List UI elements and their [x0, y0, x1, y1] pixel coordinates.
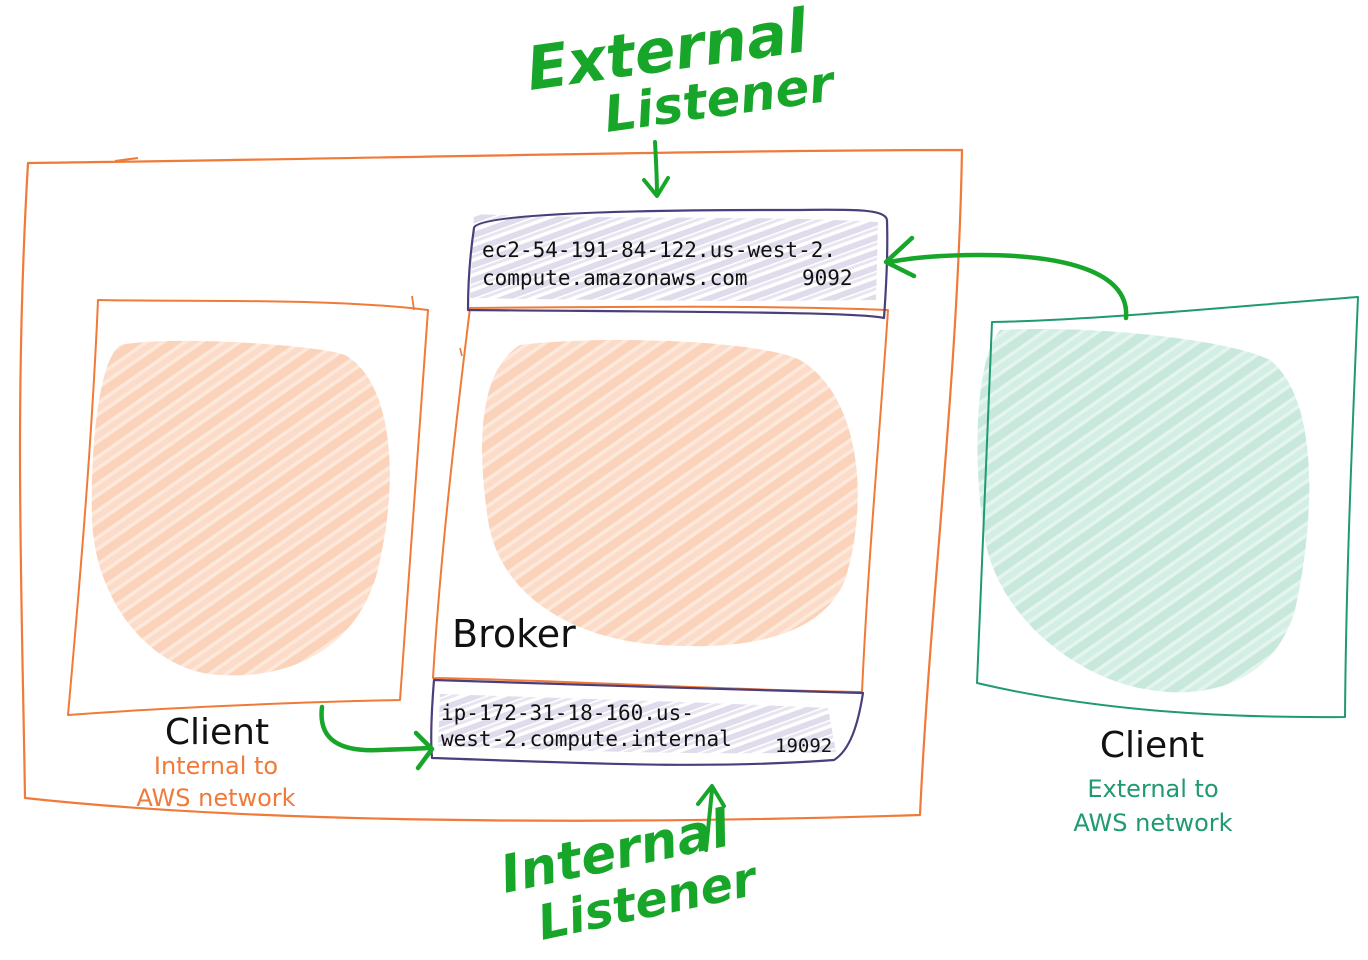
external-client-label: Client [1100, 725, 1204, 766]
internal-client-label: Client [165, 712, 269, 753]
internal-client-box [67, 295, 429, 716]
internal-client-desc-line2: AWS network [136, 784, 295, 812]
external-client-fill [977, 329, 1310, 693]
external-listener-fill [470, 214, 878, 301]
internal-client-arrow [319, 704, 435, 771]
external-listener-host-line2: compute.amazonaws.com [482, 266, 748, 290]
external-client-desc-line1: External to [1087, 775, 1218, 803]
external-client-desc-line2: AWS network [1073, 809, 1232, 837]
broker-fill [482, 340, 858, 647]
external-listener-host-line1: ec2-54-191-84-122.us-west-2. [482, 238, 836, 262]
internal-client-desc-line1: Internal to [154, 752, 278, 780]
aws-network-boundary [18, 148, 964, 822]
external-listener-port: 9092 [802, 266, 853, 290]
internal-client-fill [91, 340, 390, 676]
internal-listener-arrow [696, 784, 726, 852]
external-listener-arrow [642, 140, 670, 198]
external-client-arrow [883, 235, 1129, 321]
external-listener-box: ec2-54-191-84-122.us-west-2. compute.ama… [466, 208, 889, 320]
internal-listener-port: 19092 [775, 735, 832, 757]
broker-label: Broker [452, 612, 576, 656]
internal-listener-host-line1: ip-172-31-18-160.us- [441, 701, 694, 725]
external-client-box [976, 296, 1359, 719]
aws-network-boundary-tick [114, 157, 139, 162]
internal-listener-fill [438, 694, 836, 754]
internal-listener-host-line2: west-2.compute.internal [441, 727, 732, 751]
internal-listener-box: ip-172-31-18-160.us- west-2.compute.inte… [430, 678, 865, 766]
